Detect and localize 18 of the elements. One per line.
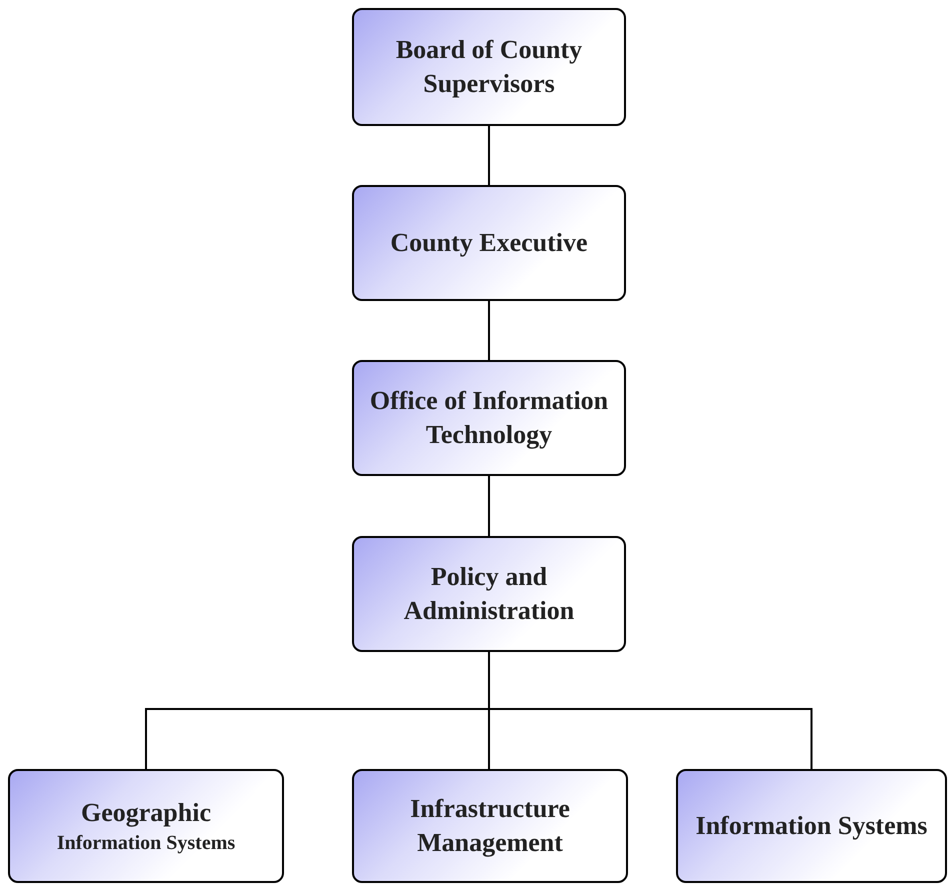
connector-line: [488, 126, 490, 185]
unit-name: Office of Information Technology: [368, 385, 610, 451]
unit-name: Policy and Administration: [402, 561, 576, 627]
unit-name: Information Systems: [696, 810, 928, 842]
unit-name: Infrastructure Management: [409, 793, 571, 859]
org-box: [352, 360, 626, 476]
connector-line: [488, 476, 490, 536]
connector-line: [488, 301, 490, 360]
unit-name: Geographic: [81, 797, 211, 830]
org-box: [8, 769, 284, 883]
org-box: [352, 536, 626, 652]
org-box: [352, 8, 626, 126]
unit-subtitle: Information Systems: [56, 830, 236, 856]
unit-name: Board of County Supervisors: [394, 34, 584, 100]
unit-name: County Executive: [390, 227, 588, 260]
org-box: [352, 769, 628, 883]
org-box: [676, 769, 947, 883]
org-box: [352, 185, 626, 301]
